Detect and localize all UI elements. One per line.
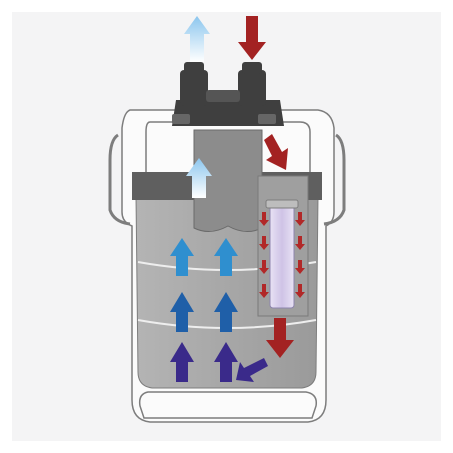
inflow-top-arrow xyxy=(238,16,266,60)
left-valve-cap xyxy=(184,62,204,74)
valve-lever xyxy=(206,90,240,102)
lid-latch-right xyxy=(258,114,276,124)
lid-latch-left xyxy=(172,114,190,124)
flow-row-1-left-arrow xyxy=(170,238,194,276)
flow-row-3 xyxy=(170,342,238,382)
flow-row-3-right-arrow xyxy=(214,342,238,382)
valve-block xyxy=(172,100,284,126)
uv-tube-top xyxy=(265,199,299,209)
flow-row-1-right-arrow xyxy=(214,238,238,276)
left-valve xyxy=(180,70,208,106)
base-foot xyxy=(138,391,318,419)
left-handle xyxy=(108,133,131,226)
flow-row-3-left-arrow xyxy=(170,342,194,382)
outflow-top-arrow xyxy=(184,16,210,62)
flow-row-2-left-arrow xyxy=(170,292,194,332)
uv-tube xyxy=(269,205,295,309)
flow-return-arrow xyxy=(236,358,268,382)
right-handle xyxy=(323,133,346,226)
flow-row-1 xyxy=(170,238,238,276)
inflow-bottom-arrow xyxy=(266,318,294,358)
flow-row-2 xyxy=(170,292,238,332)
flow-row-2-right-arrow xyxy=(214,292,238,332)
uv-drip-arrows xyxy=(259,212,305,298)
right-valve-cap xyxy=(242,62,262,74)
right-valve xyxy=(238,70,266,106)
inflow-internal-arrow xyxy=(264,134,288,170)
outflow-internal-arrow xyxy=(186,158,212,198)
